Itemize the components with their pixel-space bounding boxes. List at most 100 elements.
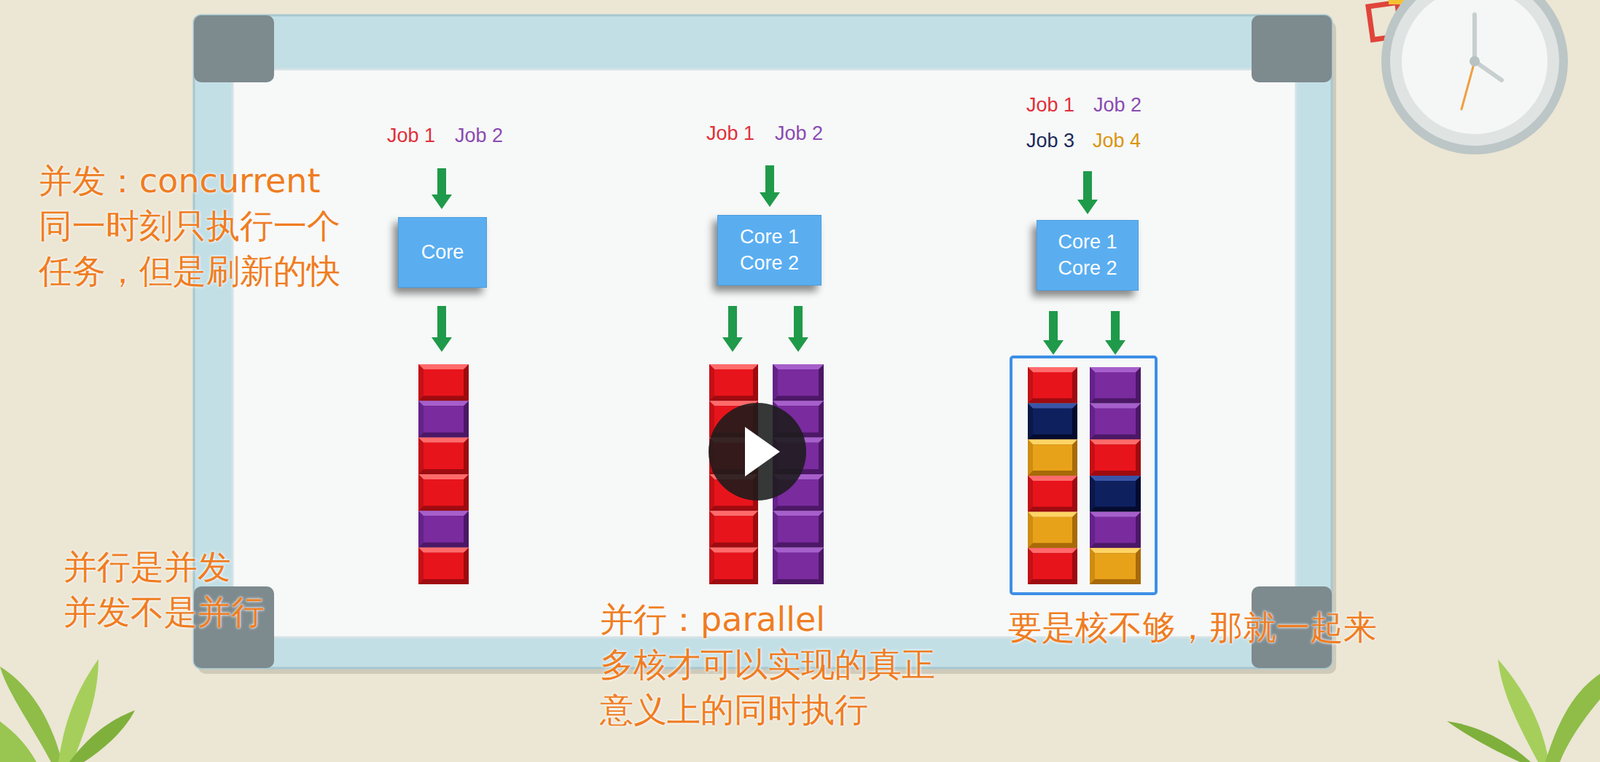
block-edge <box>418 364 469 401</box>
block-bevel <box>418 510 469 517</box>
block-edge <box>1089 367 1141 404</box>
board-shadow <box>198 21 1337 675</box>
job-label: Job 1 <box>387 123 436 148</box>
block-bevel <box>709 474 715 511</box>
task-block <box>709 510 759 548</box>
block-edge <box>1089 475 1141 513</box>
block-bevel <box>1089 512 1095 549</box>
task-block <box>418 364 469 401</box>
block-edge <box>709 510 759 548</box>
block-bevel <box>772 510 778 548</box>
task-block <box>772 548 824 585</box>
clock-face <box>1385 0 1564 151</box>
core-box: Core 1 Core 2 <box>717 215 822 286</box>
block-bevel <box>418 400 424 438</box>
block-edge <box>418 474 469 511</box>
block-bevel <box>418 548 424 585</box>
job-label: Job 2 <box>1093 93 1142 117</box>
block-bevel <box>418 510 424 548</box>
annotation-note: 并行是并发 并发不是并行 <box>63 544 269 635</box>
task-block <box>1089 367 1141 404</box>
block-bevel <box>1089 403 1095 441</box>
core-label: Core 1 Core 2 <box>725 224 814 276</box>
block-face <box>1094 408 1136 436</box>
task-blocks <box>418 364 1141 585</box>
block-face <box>1032 372 1073 399</box>
core-box: Core <box>397 217 487 288</box>
block-edge <box>772 548 824 585</box>
task-block <box>1089 512 1141 549</box>
down-arrow <box>1077 171 1098 215</box>
block-face <box>714 516 753 543</box>
block-bevel <box>1027 548 1033 585</box>
block-face <box>423 479 464 506</box>
clock-hand <box>1461 61 1475 110</box>
task-block <box>418 548 469 585</box>
block-bevel <box>1027 439 1033 476</box>
play-icon <box>744 427 780 477</box>
down-arrow <box>431 168 452 210</box>
block-bevel <box>709 510 759 517</box>
annotation-note: 并发：concurrent 同一时刻只执行一个 任务，但是刷新的快 <box>38 158 345 294</box>
block-bevel <box>772 510 824 517</box>
core-group-frame <box>1011 357 1157 595</box>
task-block <box>1027 475 1078 513</box>
down-arrow <box>1043 311 1064 355</box>
clock-face <box>1401 0 1548 135</box>
task-block <box>1027 367 1078 404</box>
block-face <box>1032 408 1073 436</box>
block-face <box>423 443 464 470</box>
block-bevel <box>1027 367 1078 373</box>
block-edge <box>1027 512 1078 549</box>
task-block <box>418 510 469 548</box>
task-block <box>1027 403 1078 441</box>
job-label: Job 4 <box>1092 129 1141 153</box>
block-bevel <box>1027 403 1078 409</box>
plant-leaf <box>69 710 135 762</box>
block-face <box>423 406 464 433</box>
task-block <box>709 548 759 585</box>
job-label: Job 1 <box>1026 93 1075 117</box>
task-block <box>1089 439 1141 476</box>
block-face <box>1094 444 1136 471</box>
job-label: Job 3 <box>1026 129 1075 153</box>
task-block <box>1027 512 1078 549</box>
block-bevel <box>1089 439 1095 476</box>
block-bevel <box>1027 548 1078 554</box>
job-label: Job 1 <box>706 121 755 146</box>
down-arrow <box>431 306 452 353</box>
block-bevel <box>418 438 424 475</box>
core-box: Core 1 Core 2 <box>1036 220 1139 291</box>
board-corner <box>193 15 275 83</box>
block-bevel <box>418 364 424 401</box>
block-edge <box>1027 439 1078 476</box>
block-face <box>1094 553 1136 580</box>
block-edge <box>418 510 469 548</box>
board-surface <box>232 69 1297 638</box>
block-bevel <box>1027 439 1078 445</box>
block-face <box>777 369 819 396</box>
block-edge <box>1027 475 1078 513</box>
task-block <box>1027 439 1078 476</box>
board-frame <box>193 15 1332 669</box>
block-edge <box>1089 548 1141 585</box>
block-face <box>1032 481 1073 508</box>
block-bevel <box>1089 475 1141 482</box>
block-face <box>423 553 464 580</box>
block-bevel <box>1027 367 1033 404</box>
play-button <box>708 403 807 501</box>
block-bevel <box>1089 403 1141 409</box>
block-bevel <box>1089 367 1095 404</box>
block-edge <box>418 548 469 585</box>
task-block <box>1089 475 1141 513</box>
annotation-note: 要是核不够，那就一起来 <box>1008 605 1382 651</box>
task-block <box>1089 548 1141 585</box>
block-edge <box>709 548 759 585</box>
block-edge <box>1027 403 1078 441</box>
flow-arrows <box>431 165 1126 355</box>
plant-leaf <box>1446 721 1531 762</box>
block-bevel <box>772 548 778 585</box>
task-block <box>709 364 759 401</box>
block-face <box>777 553 819 580</box>
block-bevel <box>1027 512 1033 549</box>
